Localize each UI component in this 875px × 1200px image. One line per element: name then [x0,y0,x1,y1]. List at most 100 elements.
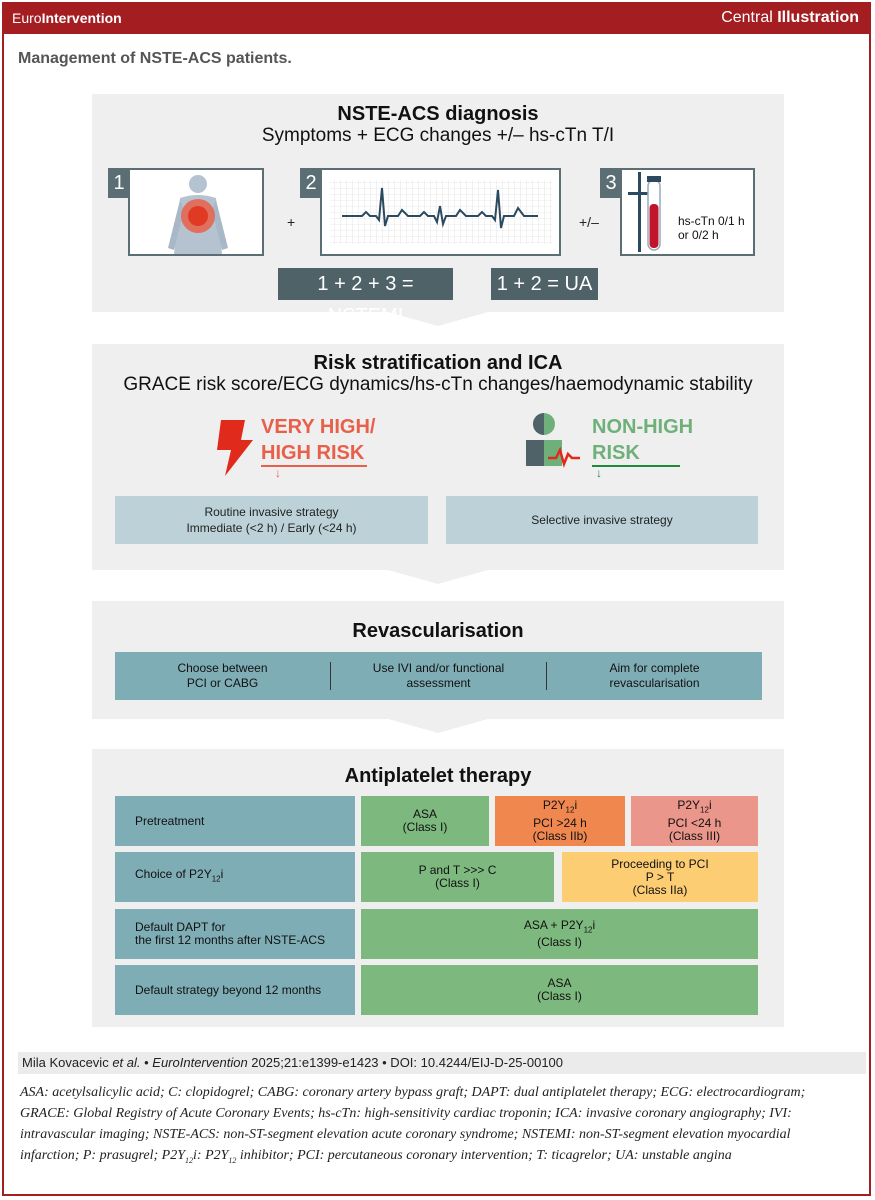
citation-etal: et al. [112,1055,141,1070]
pre-asa-line2: (Class I) [402,820,448,834]
diagnosis-subtitle: Symptoms + ECG changes +/– hs-cTn T/I [261,125,615,146]
high-risk-line2: HIGH RISK [261,442,365,464]
pre-lt-line2: PCI <24 h [667,815,722,830]
dapt-line2: (Class I) [537,935,582,950]
test-tube-icon [628,172,661,252]
high-risk-label: VERY HIGH/ HIGH RISK [261,414,375,466]
revasc-item-2-line1: Use IVI and/or functional [372,661,505,675]
citation-ref: 2025;21:e1399-e1423 • DOI: 10.4244/EIJ-D… [247,1055,564,1070]
non-high-risk-line1: NON-HIGH [592,416,694,438]
header-bar: EuroIntervention Central Illustration [2,2,871,34]
diagnosis-title: NSTE-ACS diagnosis [337,103,539,125]
non-high-risk-underline [592,465,680,467]
row-label-beyond-12: Default strategy beyond 12 months [115,965,355,1015]
row-label-choice: Choice of P2Y12i [115,852,355,902]
citation-journal: EuroIntervention [152,1055,248,1070]
choice-pt-line2: (Class I) [435,876,480,890]
dapt-line1: ASA + P2Y12i [523,917,595,936]
choice-label-sub: 12 [211,874,221,884]
choice-p-and-t: P and T >>> C(Class I) [361,852,554,902]
abbr-part1: ASA: acetylsalicylic acid; C: clopidogre… [20,1085,806,1163]
revasc-title: Revascularisation [352,620,524,642]
pre-gt-line1: P2Y12i [543,799,577,816]
citation-bullet: • [140,1055,153,1070]
pre-gt-p2y: P2Y [542,798,566,813]
dapt-prefix: ASA + P2Y [523,917,584,932]
pre-gt-sub: 12 [565,805,575,815]
non-high-risk-arrow-icon: ↓ [596,466,602,480]
brand-prefix: Euro [12,10,42,26]
figure-subtitle: Management of NSTE-ACS patients. [18,50,292,67]
brand-bold: Intervention [41,10,122,26]
selective-invasive-box: Selective invasive strategy [446,496,758,544]
troponin-image: hs-cTn 0/1 h or 0/2 h [620,168,755,256]
revasc-arrow [388,719,488,733]
revasc-item-2-line2: assessment [406,676,471,690]
plus-minus-sign: +/– [579,214,599,230]
abbr-part3: inhibitor; PCI: percutaneous coronary in… [236,1148,732,1163]
choice-label-text: Choice of P2Y12i [135,868,223,885]
risk-subtitle: GRACE risk score/ECG dynamics/hs-cTn cha… [123,374,753,395]
beyond-line2: (Class I) [537,989,582,1003]
pre-lt-p2y: P2Y [677,798,701,813]
default-dapt-cell: ASA + P2Y12i(Class I) [361,909,758,959]
step-number-2: 2 [300,168,322,198]
pre-gt-line2: PCI >24 h [533,815,587,830]
pre-lt-line3: (Class III) [668,828,721,843]
dapt-label-line2: the first 12 months after NSTE-ACS [135,933,326,947]
high-risk-line1: VERY HIGH/ [261,416,376,438]
step-number-3: 3 [600,168,622,198]
ecg-waveform-icon [330,180,552,244]
beyond-12-cell: ASA(Class I) [361,965,758,1015]
pre-asa-line1: ASA [412,807,437,821]
pretreatment-text: Pretreatment [135,813,205,828]
troponin-text-line2: or 0/2 h [678,228,719,242]
pre-lt-line1: P2Y12i [677,799,711,816]
routine-line2: Immediate (<2 h) / Early (<24 h) [186,521,357,535]
patient-stable-icon [526,413,580,468]
troponin-text: hs-cTn 0/1 h or 0/2 h [678,214,745,242]
ecg-image [320,168,561,256]
pre-gt-i: i [574,798,578,813]
high-risk-arrow-icon: ↓ [275,466,281,480]
abbr-sub1: 12 [185,1155,194,1165]
revasc-divider-2 [546,662,547,690]
ua-result: 1 + 2 = UA [491,268,598,300]
choice-label-suffix: i [220,867,224,882]
abbreviations-text: ASA: acetylsalicylic acid; C: clopidogre… [20,1082,850,1171]
choice-label-prefix: Choice of P2Y [135,867,212,882]
routine-line1: Routine invasive strategy [204,505,339,519]
revasc-item-1-line1: Choose between [177,661,268,675]
revasc-divider-1 [330,662,331,690]
chest-pain-icon [168,175,228,254]
risk-title: Risk stratification and ICA [313,352,563,374]
central-illustration-label: Central Illustration [721,9,859,27]
revasc-item-3-line2: revascularisation [609,676,700,690]
choice-pci-line2: P > T [645,869,675,884]
high-risk-underline [261,465,367,467]
pretreatment-asa: ASA(Class I) [361,796,489,846]
non-high-risk-label: NON-HIGH RISK [592,414,693,466]
pre-lt-i: i [708,798,712,813]
row-label-pretreatment: Pretreatment [115,796,355,846]
plus-sign-1: + [287,214,296,230]
dapt-label-line1: Default DAPT for [135,920,226,934]
choice-pt-line1: P and T >>> C [418,863,497,877]
revasc-item-1-line2: PCI or CABG [186,676,259,690]
beyond-label-text: Default strategy beyond 12 months [135,982,322,997]
beyond-line1: ASA [547,976,572,990]
risk-arrow [388,570,488,584]
pre-gt-line3: (Class IIb) [532,828,588,843]
non-high-risk-line2: RISK [592,442,640,464]
abbr-part2: i: P2Y [193,1148,229,1163]
central-prefix: Central [721,9,778,26]
antiplatelet-title: Antiplatelet therapy [344,765,532,787]
routine-invasive-box: Routine invasive strategy Immediate (<2 … [115,496,428,544]
